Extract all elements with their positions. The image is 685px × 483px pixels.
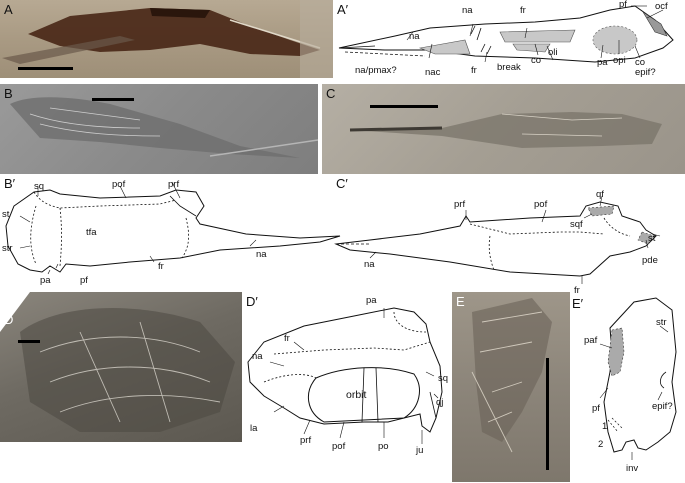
label-pof: pof xyxy=(534,199,548,210)
label-pa: pa xyxy=(40,275,51,286)
panel-label-a-prime: A′ xyxy=(337,2,349,17)
label-epif: epif? xyxy=(652,401,673,412)
panel-label-a: A xyxy=(4,2,13,17)
specimen-photo-b xyxy=(10,97,318,158)
label-1: 1 xyxy=(602,421,608,432)
drawing-panel-c-prime: prf pof qf sqf st pde na fr xyxy=(330,176,685,295)
label-pf: pf xyxy=(592,403,600,414)
label-fr-bottom: fr xyxy=(471,65,477,76)
panel-label-b: B xyxy=(4,86,13,101)
label-na: na xyxy=(252,351,263,362)
specimen-photo-a xyxy=(2,0,333,78)
label-pf: pf xyxy=(80,275,88,286)
panel-label-d: D xyxy=(4,312,14,327)
label-na: na xyxy=(364,259,375,270)
label-oli: oli xyxy=(548,47,558,58)
panel-label-e-prime: E′ xyxy=(572,296,584,311)
label-fr: fr xyxy=(574,285,580,296)
label-2: 2 xyxy=(598,439,604,450)
label-ju: ju xyxy=(416,445,424,456)
drawing-panel-e-prime: paf str pf epif? 1 2 inv xyxy=(572,292,685,482)
outline-d-prime xyxy=(247,307,443,444)
label-po: po xyxy=(378,441,389,452)
label-tfa: tfa xyxy=(86,227,97,238)
label-sq: sq xyxy=(34,181,45,192)
label-nac: nac xyxy=(425,67,441,78)
label-st: st xyxy=(648,233,656,244)
label-fr: fr xyxy=(284,333,290,344)
drawing-panel-a-prime: na fr pf ocf na na/pmax? nac fr break co… xyxy=(335,0,685,82)
panel-label-e: E xyxy=(456,294,465,309)
drawing-panel-b-prime: sq pof prf st tfa str pa pf fr na xyxy=(0,176,345,288)
label-paf: paf xyxy=(584,335,598,346)
label-pf: pf xyxy=(619,0,627,10)
label-qj: qj xyxy=(436,397,444,408)
label-ocf: ocf xyxy=(655,1,668,12)
panel-label-b-prime: B′ xyxy=(4,176,16,191)
label-sqf: sqf xyxy=(570,219,583,230)
label-orbit: orbit xyxy=(346,389,367,401)
specimen-photo-c xyxy=(349,112,662,148)
photo-panel-b xyxy=(0,84,318,174)
outline-a-prime xyxy=(338,5,674,63)
label-la: la xyxy=(250,423,258,434)
label-prf: prf xyxy=(168,179,180,190)
label-co: co xyxy=(531,55,542,66)
scale-bar xyxy=(92,98,134,101)
outline-e-prime xyxy=(599,297,677,460)
label-fr: fr xyxy=(158,261,164,272)
scale-bar xyxy=(370,105,438,108)
drawing-panel-d-prime: pa fr na sq orbit qj la prf pof po ju xyxy=(244,292,450,482)
label-qf: qf xyxy=(596,189,604,200)
label-inv: inv xyxy=(626,463,639,474)
label-prf: prf xyxy=(300,435,312,446)
label-pa: pa xyxy=(597,57,608,68)
label-str: str xyxy=(656,317,667,328)
label-opi: opi xyxy=(613,55,626,66)
label-sq: sq xyxy=(438,373,449,384)
label-pde: pde xyxy=(642,255,658,266)
label-na: na xyxy=(256,249,267,260)
photo-panel-a xyxy=(0,0,333,78)
label-fr: fr xyxy=(520,5,526,16)
photo-panel-c xyxy=(322,84,685,174)
photo-panel-d xyxy=(0,292,242,442)
scale-bar xyxy=(18,340,40,343)
panel-label-c-prime: C′ xyxy=(336,176,348,191)
panel-label-d-prime: D′ xyxy=(246,294,258,309)
label-epif: epif? xyxy=(635,67,656,78)
label-st: st xyxy=(2,209,10,220)
scale-bar xyxy=(546,358,549,470)
label-na: na xyxy=(462,5,473,16)
specimen-photo-d xyxy=(0,292,235,432)
panel-label-c: C xyxy=(326,86,336,101)
label-co-2: co xyxy=(635,57,646,68)
label-prf: prf xyxy=(454,199,466,210)
label-pa: pa xyxy=(366,295,377,306)
label-na-pmax: na/pmax? xyxy=(355,65,397,76)
photo-panel-e xyxy=(452,292,570,482)
label-pof: pof xyxy=(332,441,346,452)
label-break: break xyxy=(497,62,521,73)
outline-c-prime xyxy=(334,195,661,284)
specimen-photo-e xyxy=(471,298,552,453)
scale-bar xyxy=(18,67,73,70)
label-na-left: na xyxy=(409,31,420,42)
label-pof: pof xyxy=(112,179,126,190)
label-str: str xyxy=(2,243,13,254)
outline-b-prime xyxy=(5,181,341,275)
